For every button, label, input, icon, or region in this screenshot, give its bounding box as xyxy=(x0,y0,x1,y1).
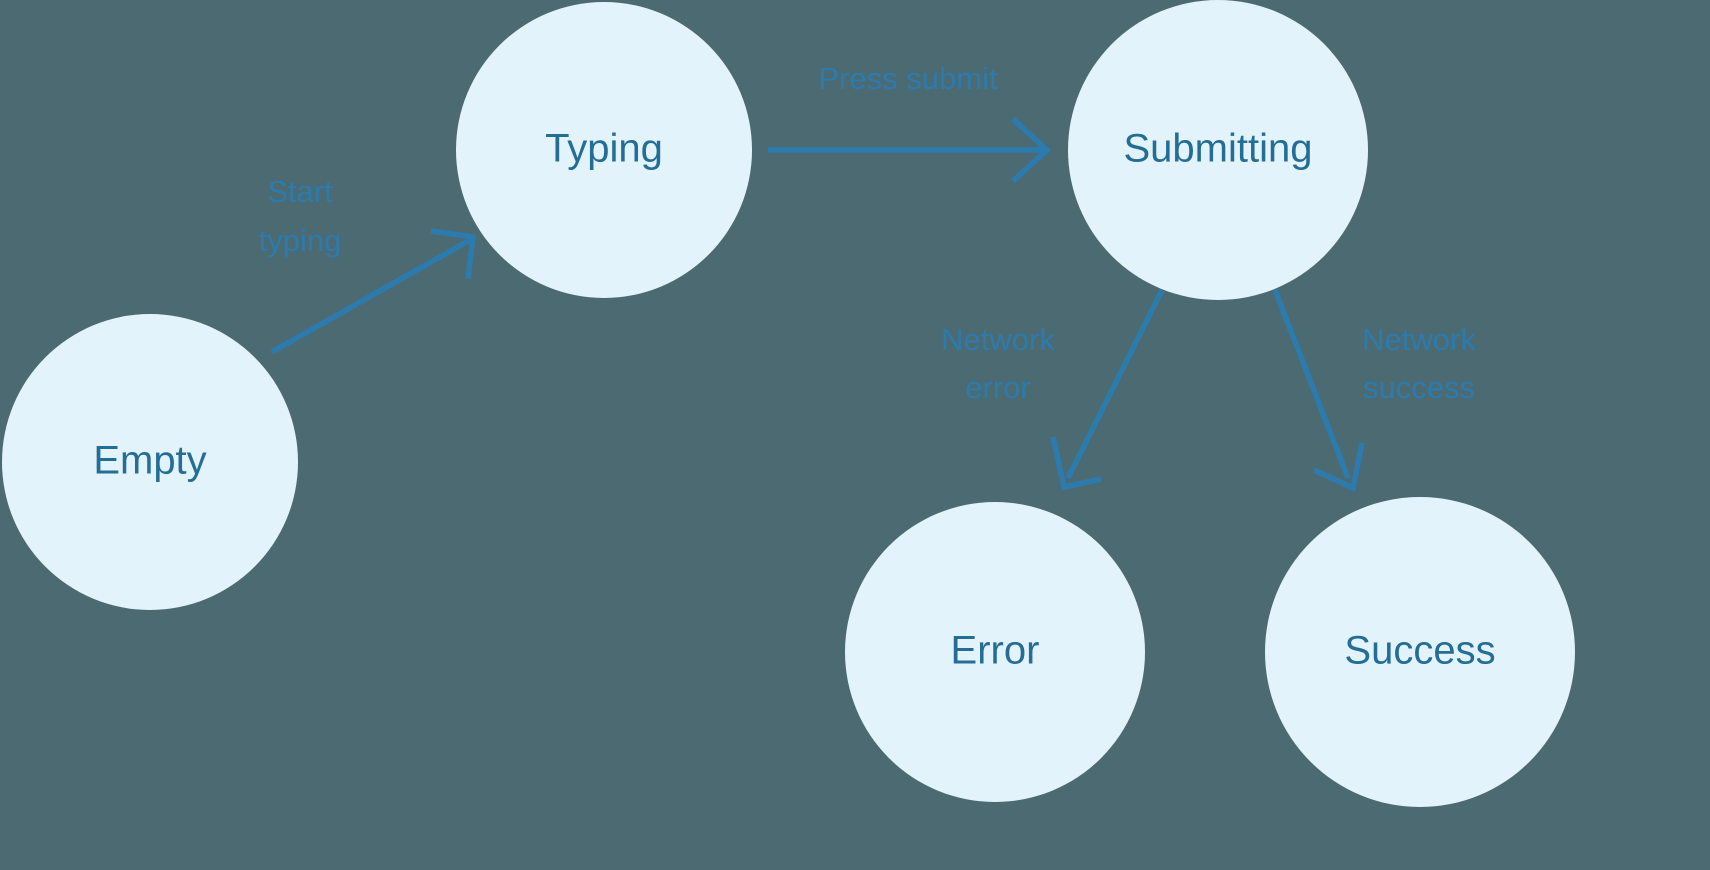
edge-submitting-to-success-arrowhead xyxy=(1312,442,1365,492)
node-typing-circle[interactable] xyxy=(456,2,752,298)
edge-empty-to-typing-arrowhead xyxy=(430,228,477,280)
node-success[interactable]: Success xyxy=(1265,497,1575,807)
node-success-label: Success xyxy=(1344,629,1495,673)
edge-empty-to-typing-label-line2: typing xyxy=(259,223,342,258)
node-empty-circle[interactable] xyxy=(2,314,298,610)
edge-empty-to-typing-line xyxy=(270,237,472,355)
node-error-label: Error xyxy=(951,629,1040,673)
node-success-circle[interactable] xyxy=(1265,497,1575,807)
edge-typing-to-submitting: Press submit xyxy=(768,61,1052,184)
edge-submitting-to-error-arrowhead xyxy=(1050,436,1102,491)
node-submitting[interactable]: Submitting xyxy=(1068,0,1368,300)
edge-submitting-to-error: Network error xyxy=(941,288,1165,491)
edge-typing-to-submitting-arrowhead xyxy=(1011,116,1052,184)
node-error-circle[interactable] xyxy=(845,502,1145,802)
edge-submitting-to-error-label-line1: Network xyxy=(941,322,1055,357)
edge-typing-to-submitting-label-line1: Press submit xyxy=(818,61,998,96)
edge-submitting-to-success-label-line2: success xyxy=(1363,370,1475,405)
edge-submitting-to-error-label-line2: error xyxy=(965,370,1030,405)
node-empty[interactable]: Empty xyxy=(2,314,298,610)
node-empty-label: Empty xyxy=(93,439,206,483)
edge-submitting-to-error-line xyxy=(1065,288,1165,480)
edge-submitting-to-success: Network success xyxy=(1272,289,1476,492)
edge-submitting-to-success-label-line1: Network xyxy=(1362,322,1476,357)
node-error[interactable]: Error xyxy=(845,502,1145,802)
node-submitting-label: Submitting xyxy=(1124,127,1313,171)
node-typing[interactable]: Typing xyxy=(456,2,752,298)
edge-empty-to-typing-label-line1: Start xyxy=(267,174,333,209)
edge-empty-to-typing: Start typing xyxy=(259,174,477,355)
edge-submitting-to-success-line xyxy=(1272,289,1351,479)
node-submitting-circle[interactable] xyxy=(1068,0,1368,300)
node-typing-label: Typing xyxy=(545,127,663,171)
